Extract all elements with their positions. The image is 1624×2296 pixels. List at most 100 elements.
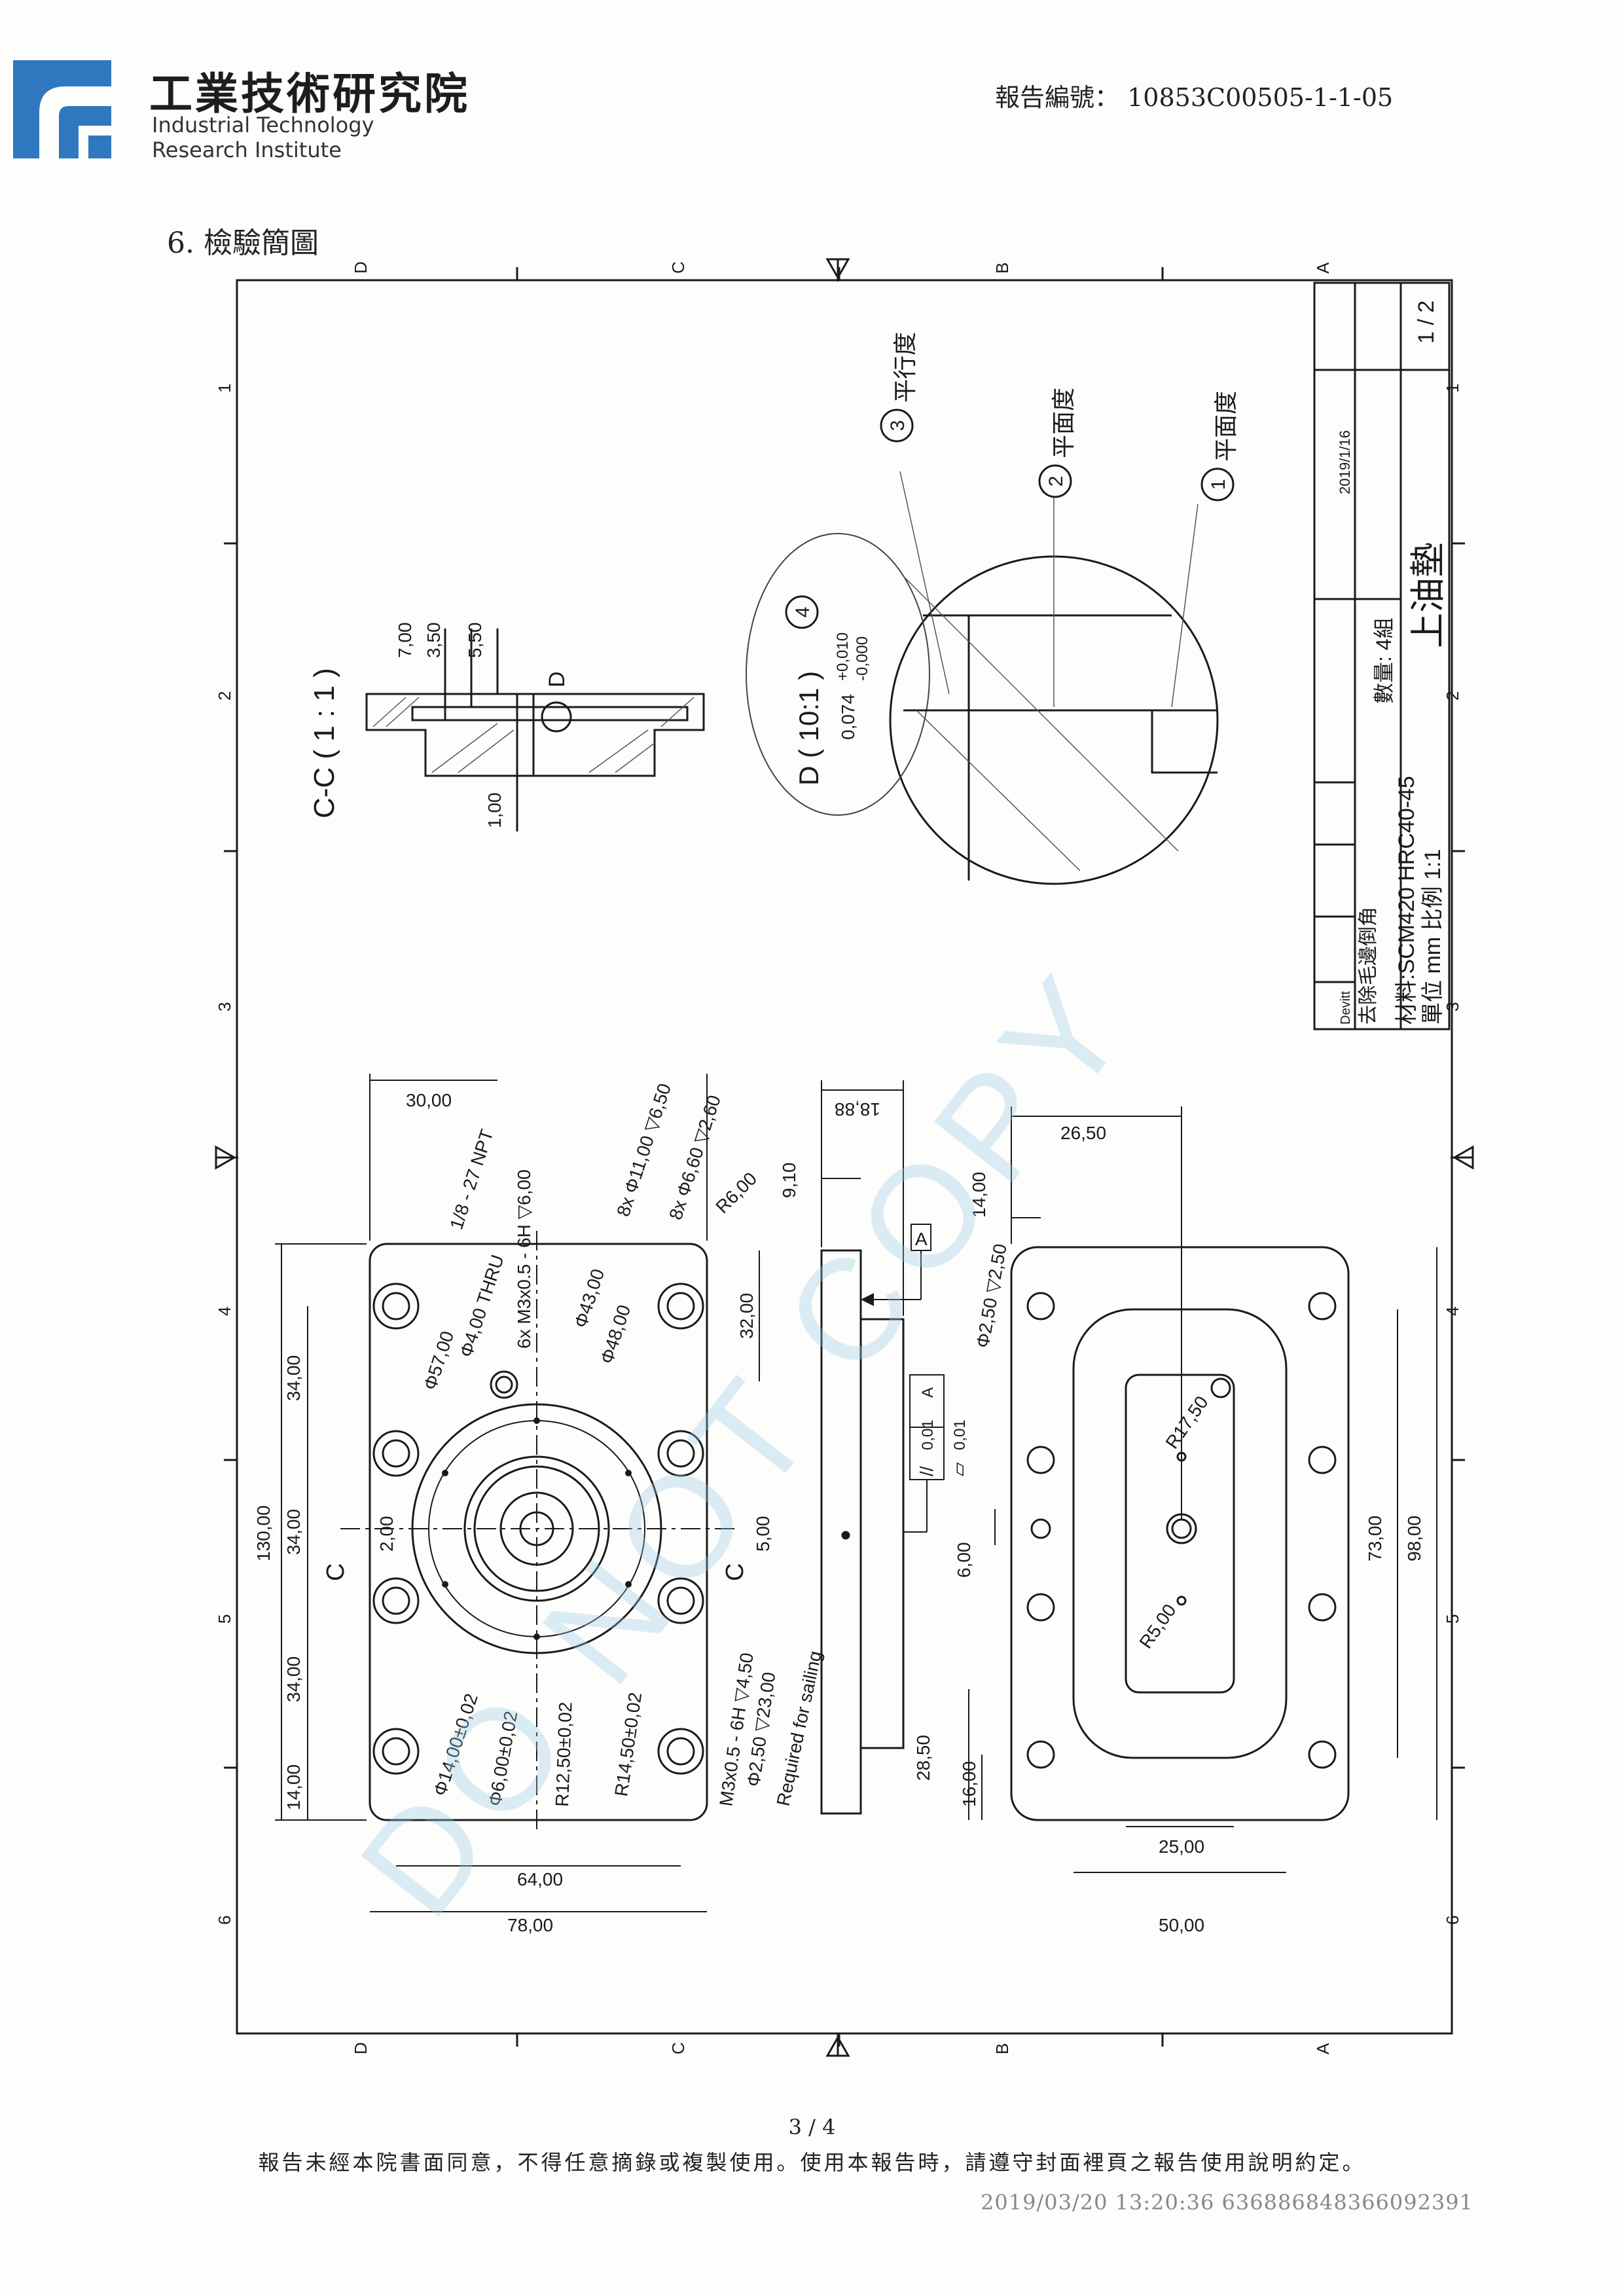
dim-d48: Φ48,00	[596, 1302, 634, 1366]
balloon-1-number: 1	[1208, 479, 1229, 490]
dim-thru: Φ4,00 THRU	[456, 1252, 508, 1360]
detail-view-d: D ( 10:1 ) 0,074 +0,010 -0,000 3 2 1 4 平…	[746, 332, 1239, 885]
report-number-value: 10853C00505-1-1-05	[1127, 83, 1394, 112]
dim-910: 9,10	[779, 1163, 799, 1199]
section-cut-right: C	[721, 1563, 749, 1581]
detail-view-label: D ( 10:1 )	[793, 671, 824, 786]
dim-npt: 1/8 - 27 NPT	[446, 1127, 497, 1232]
dim-m3-top: 6x M3x0.5 - 6H ▽6,00	[514, 1169, 534, 1349]
balloon-1-text: 平面度	[1212, 391, 1239, 462]
dim-m3-bottom-3: Required for sailing	[773, 1649, 825, 1808]
balloon-4-number: 4	[792, 607, 814, 618]
dim-h34c: 34,00	[283, 1656, 304, 1702]
dim-r125: R12,50±0,02	[552, 1702, 576, 1807]
dim-h34b: 34,00	[283, 1509, 304, 1555]
dim-1600: 16,00	[959, 1761, 979, 1807]
org-name-en-line2: Research Institute	[152, 137, 342, 162]
dim-d57: Φ57,00	[420, 1328, 458, 1392]
report-number-label: 報告編號：	[995, 83, 1120, 112]
zone-letter-bottom-b: B	[992, 2043, 1012, 2054]
dim-2650: 26,50	[1060, 1123, 1106, 1143]
detail-callout: D	[545, 671, 569, 687]
title-quantity: 數量: 4組	[1372, 617, 1396, 704]
dim-w78: 78,00	[507, 1915, 553, 1935]
detail-tol-top: +0,010	[834, 632, 852, 681]
dim-7300: 73,00	[1365, 1516, 1385, 1561]
zone-number-right-5: 5	[1443, 1614, 1462, 1624]
title-unit: 單位 mm 比例 1:1	[1420, 849, 1445, 1025]
dim-1400: 14,00	[969, 1172, 989, 1218]
title-material: 材料:SCM420 HRC40-45	[1394, 776, 1419, 1025]
org-name-en-line1: Industrial Technology	[152, 113, 374, 137]
balloon-3-text: 平行度	[892, 332, 918, 403]
detail-tol-bottom: -0,000	[854, 636, 871, 681]
zone-letter-top-a: A	[1313, 262, 1333, 274]
dim-r1750: R17,50	[1162, 1393, 1212, 1453]
title-note: 去除毛邊倒角	[1358, 907, 1379, 1025]
section-dim-350: 3,50	[424, 623, 444, 659]
detail-base-dim: 0,074	[838, 694, 858, 740]
fcf-parallel-ref: A	[919, 1387, 937, 1398]
footer-notice: 報告未經本院書面同意，不得任意摘錄或複製使用。使用本報告時，請遵守封面裡頁之報告…	[258, 2150, 1366, 2175]
org-name-en: Industrial Technology Research Institute	[152, 113, 374, 162]
zone-letter-top-d: D	[351, 261, 370, 274]
section-view-label: C-C ( 1 : 1 )	[308, 668, 340, 818]
zone-number-right-3: 3	[1443, 1002, 1462, 1011]
zone-number-1: 1	[215, 384, 234, 393]
zone-number-4: 4	[215, 1307, 234, 1316]
zone-number-right-1: 1	[1443, 384, 1462, 393]
dim-h14: 14,00	[283, 1764, 304, 1810]
zone-number-3: 3	[215, 1002, 234, 1011]
fcf-flat-val: 0,01	[951, 1419, 969, 1450]
dim-w64: 64,00	[517, 1869, 563, 1889]
report-number: 報告編號： 10853C00505-1-1-05	[995, 77, 1393, 113]
zone-letter-bottom-a: A	[1313, 2043, 1333, 2054]
page-number: 3 / 4	[788, 2115, 836, 2140]
org-name-cn: 工業技術研究院	[149, 69, 470, 119]
title-sheet: 1 / 2	[1414, 301, 1439, 344]
balloon-2-number: 2	[1045, 476, 1067, 487]
dim-r6: R6,00	[712, 1168, 761, 1217]
zone-number-right-2: 2	[1443, 691, 1462, 701]
dim-d43: Φ43,00	[570, 1266, 608, 1330]
balloon-3-number: 3	[887, 420, 909, 431]
zone-letter-top-b: B	[992, 263, 1012, 274]
title-block: 1 / 2 2019/1/16 上油墊 數量: 4組 Devitt 去除毛邊倒角…	[1313, 282, 1451, 1030]
dim-500: 5,00	[753, 1516, 773, 1552]
section-dim-550: 5,50	[465, 623, 485, 659]
title-designer: Devitt	[1339, 991, 1353, 1025]
section-dim-700: 7,00	[395, 623, 415, 659]
dim-h130: 130,00	[253, 1505, 274, 1561]
fcf-flat-sym: ▱	[948, 1462, 969, 1476]
dim-30: 30,00	[406, 1090, 452, 1110]
itri-logo-icon	[13, 60, 111, 158]
title-part-name: 上油墊	[1409, 542, 1448, 648]
zone-letter-bottom-d: D	[351, 2042, 370, 2054]
dim-2850: 28,50	[913, 1735, 933, 1781]
dim-2500: 25,00	[1159, 1836, 1204, 1857]
section-cut-left: C	[322, 1563, 350, 1581]
title-date: 2019/1/16	[1337, 430, 1353, 494]
balloon-2-text: 平面度	[1050, 388, 1077, 458]
zone-number-2: 2	[215, 691, 234, 701]
section-dim-100: 1,00	[484, 793, 505, 829]
zone-number-right-4: 4	[1443, 1307, 1462, 1316]
zone-number-6: 6	[215, 1916, 234, 1925]
zone-letter-bottom-c: C	[668, 2042, 688, 2054]
fcf-parallel-sym: //	[916, 1466, 937, 1476]
dim-600: 6,00	[954, 1542, 974, 1578]
dim-cbore: 8x Φ11,00 ▽6,50	[613, 1081, 675, 1219]
fcf-parallel-val: 0,01	[919, 1419, 937, 1450]
zone-letter-top-c: C	[668, 261, 688, 274]
zone-number-5: 5	[215, 1614, 234, 1624]
dim-5000: 50,00	[1159, 1915, 1204, 1935]
dim-9800: 98,00	[1404, 1516, 1424, 1561]
dim-h34a: 34,00	[283, 1355, 304, 1401]
datum-a: A	[915, 1229, 928, 1249]
dim-r500: R5,00	[1136, 1600, 1180, 1652]
print-timestamp: 2019/03/20 13:20:36 636886848366092391	[981, 2190, 1473, 2215]
dim-d32: 32,00	[736, 1293, 757, 1339]
dim-200: 2,00	[376, 1516, 397, 1552]
dim-1888: 18,88	[835, 1099, 880, 1120]
